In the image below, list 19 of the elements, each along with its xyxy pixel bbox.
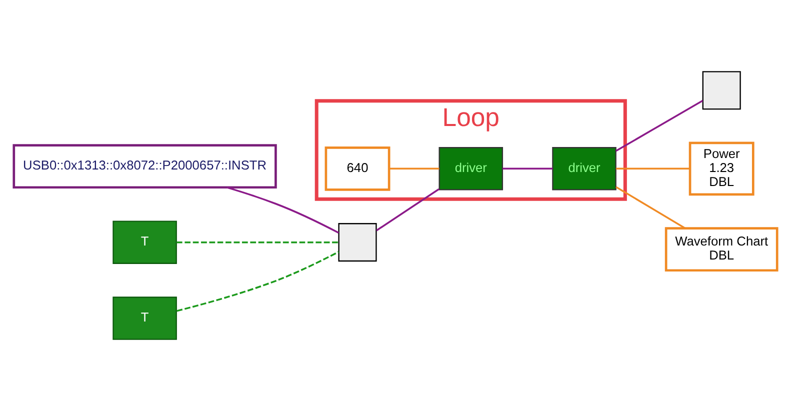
connector	[615, 100, 703, 152]
connector	[616, 168, 690, 170]
node-box	[702, 71, 740, 110]
node-box: Waveform Chart DBL	[664, 227, 778, 272]
node-box: T	[112, 220, 176, 264]
connector	[176, 250, 339, 312]
connector	[226, 186, 339, 234]
node-box: Power 1.23 DBL	[688, 142, 754, 196]
connector	[502, 168, 552, 170]
connector	[388, 168, 439, 170]
node-box: 640	[324, 146, 390, 191]
node-box: driver	[438, 147, 503, 190]
connector	[376, 188, 439, 232]
node-box: USB0::0x1313::0x8072::P2000657::INSTR	[12, 144, 276, 189]
node-box: driver	[552, 147, 616, 190]
connector	[176, 241, 338, 244]
connector	[615, 186, 686, 229]
node-box: T	[112, 296, 176, 340]
node-box	[338, 223, 376, 262]
